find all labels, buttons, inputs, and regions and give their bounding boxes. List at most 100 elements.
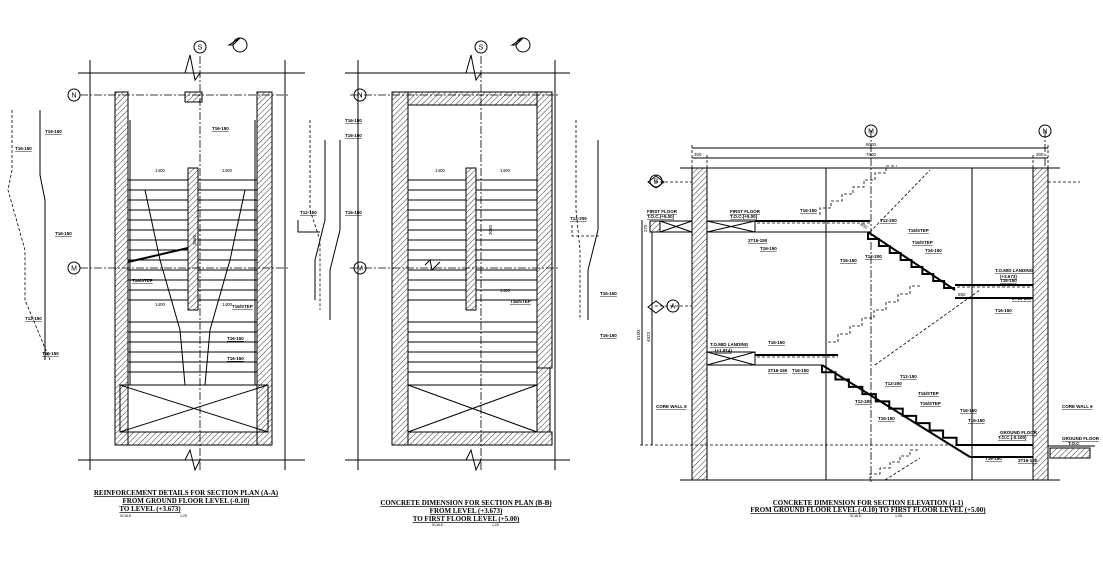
drawing-title: CONCRETE DIMENSION FOR SECTION ELEVATION… xyxy=(773,499,964,507)
rebar-label: T16-150 xyxy=(840,258,857,263)
rebar-label: T12-200 xyxy=(880,218,897,223)
rebar-label: T12-150 xyxy=(300,210,317,215)
level-label: FIRST FLOOR xyxy=(730,209,761,214)
level-value: T.O.C.(+5.00) xyxy=(730,214,758,219)
drawing-subtitle: TO LEVEL (+3.673) xyxy=(119,505,181,513)
core-wall-label: CORE WALL 6 xyxy=(656,404,687,409)
dimension: 3060 xyxy=(192,234,197,245)
rebar-label: T16-150 xyxy=(968,418,985,423)
grid-bubble-m: M xyxy=(71,266,77,273)
rebar-label: 2T16-150 xyxy=(1012,296,1032,301)
dimension: 300 xyxy=(694,152,702,157)
grid-bubble-n: N xyxy=(1042,129,1047,136)
scale-label: SCALE xyxy=(120,514,132,518)
rebar-label: T16/STEP xyxy=(918,391,939,396)
rebar-label: T16-150 xyxy=(960,408,977,413)
rebar-label: T16-150 xyxy=(600,333,617,338)
grid-bubble-m: M xyxy=(868,129,874,136)
rebar-label: 2T16-150 xyxy=(1018,458,1038,463)
rebar-label: T16-150 xyxy=(792,368,809,373)
rebar-label: T16-150 xyxy=(1000,278,1017,283)
rebar-label: T16/STEP xyxy=(920,401,941,406)
level-label: GROUND FLOOR xyxy=(1000,430,1038,435)
dimension: 1400 xyxy=(222,168,233,173)
rebar-label: T12-200 xyxy=(570,216,587,221)
rebar-label: T16/STEP xyxy=(132,278,153,283)
core-wall-label: CORE WALL 6 xyxy=(1062,404,1093,409)
rebar-label: T16-150 xyxy=(42,351,59,356)
level-value: T.O.C.(-0.100) xyxy=(998,435,1027,440)
rebar-label: T16/STEP xyxy=(908,228,929,233)
rebar-label: T16-150 xyxy=(768,340,785,345)
dimension: 4923 xyxy=(646,331,651,342)
grid-bubble-s: S xyxy=(198,45,203,52)
drawing-subtitle: FROM GROUND FLOOR LEVEL (-0.10) xyxy=(123,497,251,505)
rebar-label: T16-150 xyxy=(800,208,817,213)
rebar-label: T12-150 xyxy=(900,374,917,379)
rebar-label: 2T16-150 xyxy=(748,238,768,243)
level-value: (+1.814) xyxy=(715,348,732,353)
dimension: 1400 xyxy=(155,168,166,173)
drawing-title: REINFORCEMENT DETAILS FOR SECTION PLAN (… xyxy=(94,489,279,497)
section-elevation-1-1: 8000 300 7800 300 M N B A xyxy=(636,124,1100,518)
level-label: T.O.MID LANDING xyxy=(995,268,1034,273)
rebar-label: T16-150 xyxy=(15,146,32,151)
rebar-label: T16-150 xyxy=(760,246,777,251)
scale-value: 1:25 xyxy=(180,514,187,518)
rebar-label: T16-150 xyxy=(345,210,362,215)
level-label: GROUND FLOOR xyxy=(1062,436,1100,441)
rebar-label: T16-150 xyxy=(345,118,362,123)
rebar-label: T12-150 xyxy=(25,316,42,321)
rebar-label: T16/STEP xyxy=(912,240,933,245)
drawing-subtitle: FROM GROUND FLOOR LEVEL (-0.10) TO FIRST… xyxy=(750,506,986,514)
rebar-label: T16/STEP xyxy=(232,304,253,309)
scale-label: SCALE xyxy=(432,523,444,527)
dimension: 1400 xyxy=(222,302,233,307)
rebar-label: T16-150 xyxy=(212,126,229,131)
scale-value: 1:25 xyxy=(492,523,499,527)
section-marker-a: A xyxy=(671,304,676,311)
rebar-label: T16-150 xyxy=(878,416,895,421)
drawing-subtitle: FROM LEVEL (+3.673) xyxy=(430,507,503,515)
plan-a-a: T16-150 T16-150 T16-150 T12-150 T16-150 … xyxy=(7,37,326,518)
dimension: 850 xyxy=(958,292,966,297)
stair-steps xyxy=(821,365,970,446)
rebar-label: T16/STEP xyxy=(510,299,531,304)
rebar-label: T16-150 xyxy=(985,456,1002,461)
rebar-label: T16-150 xyxy=(925,248,942,253)
rebar-label: T12-200 xyxy=(885,381,902,386)
dimension: 850 xyxy=(859,222,868,231)
dimension: 3060 xyxy=(488,224,493,235)
level-value: T.O.C xyxy=(1068,441,1080,446)
dimension: 275 xyxy=(643,224,648,232)
dimension: 1400 xyxy=(155,302,166,307)
level-label: T.O.MID LANDING xyxy=(710,342,749,347)
rebar-label: T16-150 xyxy=(227,336,244,341)
dimension: 300 xyxy=(1036,152,1044,157)
rebar-label: T16-150 xyxy=(995,308,1012,313)
level-value: T.O.C.(+5.00) xyxy=(647,214,675,219)
stair-steps xyxy=(867,232,955,289)
section-marker-b: B xyxy=(654,179,659,186)
dimension: 1400 xyxy=(500,168,511,173)
scale-value: 1:25 xyxy=(895,514,902,518)
plan-b-b: T16-150 T16-150 T12-150 T16-150 T12-200 … xyxy=(300,37,617,527)
scale-label: SCALE xyxy=(850,514,862,518)
rebar-label: T16-150 xyxy=(227,356,244,361)
rebar-label: T16-150 xyxy=(45,129,62,134)
grid-bubble-n: N xyxy=(71,93,76,100)
grid-bubble-s: S xyxy=(479,45,484,52)
dimension: 5100 xyxy=(636,329,641,340)
drawing-title: CONCRETE DIMENSION FOR SECTION PLAN (B-B… xyxy=(380,499,552,507)
dimension: 1400 xyxy=(500,288,511,293)
rebar-label: T16-150 xyxy=(345,133,362,138)
rebar-label: T16-150 xyxy=(600,291,617,296)
level-value: (+3.673) xyxy=(1000,274,1017,279)
rebar-label: T12-200 xyxy=(855,399,872,404)
rebar-label: 2T16-150 xyxy=(768,368,788,373)
rebar-label: T12-200 xyxy=(865,254,882,259)
grid-bubble-n: N xyxy=(357,93,362,100)
grid-bubble-m: M xyxy=(357,266,363,273)
dimension: 1400 xyxy=(435,168,446,173)
